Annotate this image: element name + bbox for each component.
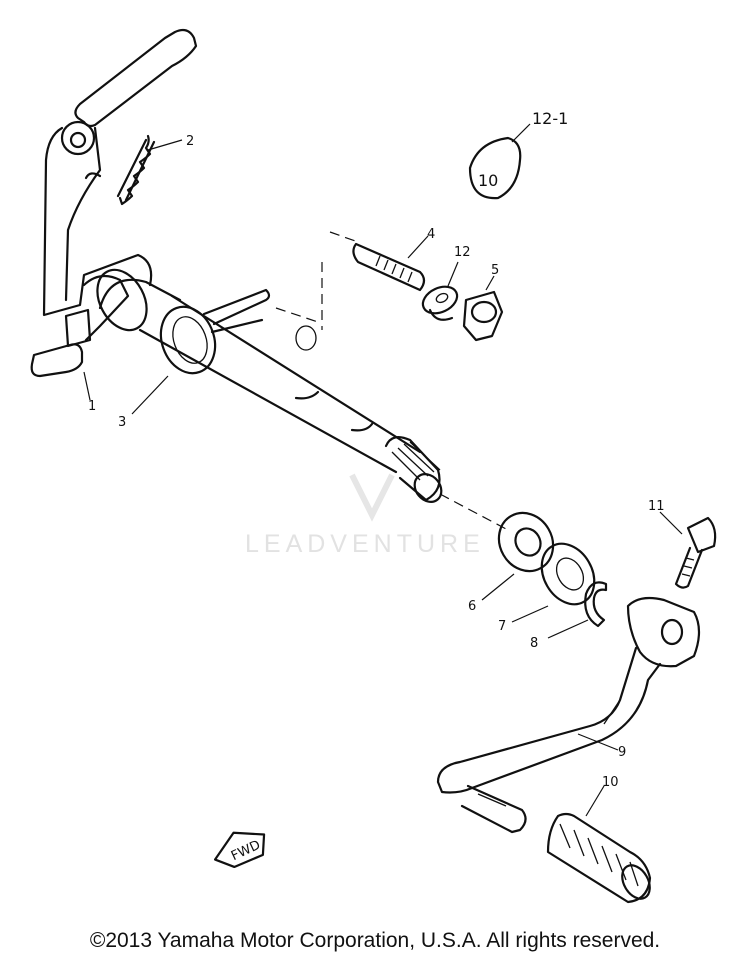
stopper-guide — [275, 231, 359, 351]
callout-7: 7 — [498, 619, 506, 634]
part-12-lock-washer: 12 — [421, 245, 471, 321]
callout-12: 12 — [454, 245, 471, 260]
part-3-circlip: 3 — [118, 288, 271, 430]
washer-mark-text: 10 — [478, 171, 498, 190]
part-9-change-pedal: 9 — [436, 596, 701, 834]
callout-8: 8 — [530, 636, 538, 651]
callout-9: 9 — [618, 745, 626, 760]
part-7-washer: 7 — [498, 542, 596, 634]
callout-10: 10 — [602, 775, 619, 790]
forward-direction-badge: FWD — [213, 831, 266, 869]
part-11-pinch-bolt: 11 — [648, 499, 717, 589]
shift-shaft — [96, 268, 509, 531]
watermark: LEADVENTURE — [245, 473, 485, 558]
part-5-nut: 5 — [462, 263, 504, 342]
callout-6: 6 — [468, 599, 476, 614]
part-12-1-washer: 10 12-1 — [468, 109, 568, 200]
part-6-washer: 6 — [468, 511, 555, 614]
part-1-shift-arm: 1 — [30, 28, 198, 414]
part-8-circlip: 8 — [530, 581, 608, 651]
callout-12-1: 12-1 — [532, 109, 568, 128]
copyright-notice: ©2013 Yamaha Motor Corporation, U.S.A. A… — [89, 929, 661, 952]
callout-2: 2 — [186, 134, 194, 149]
watermark-text: LEADVENTURE — [245, 530, 485, 558]
callout-11: 11 — [648, 499, 665, 514]
callout-1: 1 — [88, 399, 96, 414]
shift-shaft-exploded-diagram: LEADVENTURE 1 2 — [30, 28, 717, 904]
fwd-label: FWD — [229, 838, 263, 864]
callout-3: 3 — [118, 415, 126, 430]
part-4-stopper-bolt: 4 — [352, 227, 435, 292]
part-10-pedal-rubber: 10 — [546, 775, 652, 904]
callout-4: 4 — [427, 227, 435, 242]
callout-5: 5 — [491, 263, 499, 278]
part-2-spring: 2 — [84, 134, 194, 206]
